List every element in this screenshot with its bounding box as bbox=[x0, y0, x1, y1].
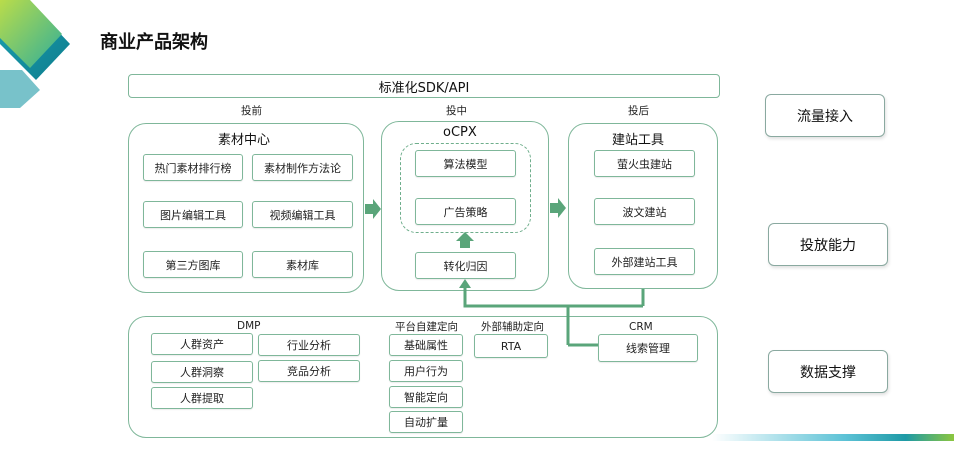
dmp-item-crowd-extract: 人群提取 bbox=[151, 387, 253, 409]
side-traffic-access: 流量接入 bbox=[765, 94, 885, 137]
stage-label-pre: 投前 bbox=[241, 105, 262, 117]
ocpx-item-attribution: 转化归因 bbox=[415, 252, 516, 279]
platform-item-smart: 智能定向 bbox=[389, 386, 463, 408]
arrow-right-icon bbox=[365, 199, 381, 219]
stage-label-mid: 投中 bbox=[446, 105, 467, 117]
page-title: 商业产品架构 bbox=[100, 32, 208, 53]
crm-title: CRM bbox=[629, 321, 653, 333]
arrow-right-icon bbox=[550, 198, 566, 218]
sdk-api-bar: 标准化SDK/API bbox=[128, 74, 720, 98]
stage-label-post: 投后 bbox=[628, 105, 649, 117]
site-builder-title: 建站工具 bbox=[612, 133, 665, 148]
external-item-rta: RTA bbox=[474, 334, 548, 358]
arrow-up-icon bbox=[456, 232, 474, 248]
external-targeting-title: 外部辅助定向 bbox=[481, 321, 544, 333]
corner-decoration bbox=[0, 0, 70, 108]
site-item-bowen: 波文建站 bbox=[594, 198, 695, 225]
dmp-item-industry-analysis: 行业分析 bbox=[258, 334, 360, 356]
dmp-title: DMP bbox=[237, 320, 261, 332]
platform-item-auto-expand: 自动扩量 bbox=[389, 411, 463, 433]
ocpx-item-algorithm: 算法模型 bbox=[415, 150, 516, 177]
material-item-third-party-gallery: 第三方图库 bbox=[143, 251, 243, 278]
platform-targeting-title: 平台自建定向 bbox=[395, 321, 458, 333]
ocpx-title: oCPX bbox=[443, 125, 477, 140]
dmp-item-crowd-insight: 人群洞察 bbox=[151, 361, 253, 383]
dmp-item-competitor-analysis: 竞品分析 bbox=[258, 360, 360, 382]
material-item-image-editor: 图片编辑工具 bbox=[143, 201, 243, 228]
side-data-support: 数据支撑 bbox=[768, 350, 888, 393]
material-item-library: 素材库 bbox=[252, 251, 353, 278]
site-item-external: 外部建站工具 bbox=[594, 248, 695, 275]
material-item-video-editor: 视频编辑工具 bbox=[252, 201, 353, 228]
footer-gradient-bar bbox=[712, 434, 954, 441]
material-center-title: 素材中心 bbox=[218, 133, 271, 148]
side-delivery-capability: 投放能力 bbox=[768, 223, 888, 266]
site-item-yinghuochong: 萤火虫建站 bbox=[594, 150, 695, 177]
platform-item-behavior: 用户行为 bbox=[389, 360, 463, 382]
ocpx-item-ad-strategy: 广告策略 bbox=[415, 198, 516, 225]
dmp-item-crowd-assets: 人群资产 bbox=[151, 333, 253, 355]
crm-item-leads: 线索管理 bbox=[598, 334, 698, 362]
platform-item-basic: 基础属性 bbox=[389, 334, 463, 356]
material-item-methodology: 素材制作方法论 bbox=[252, 154, 353, 181]
material-item-hot-rank: 热门素材排行榜 bbox=[143, 154, 243, 181]
